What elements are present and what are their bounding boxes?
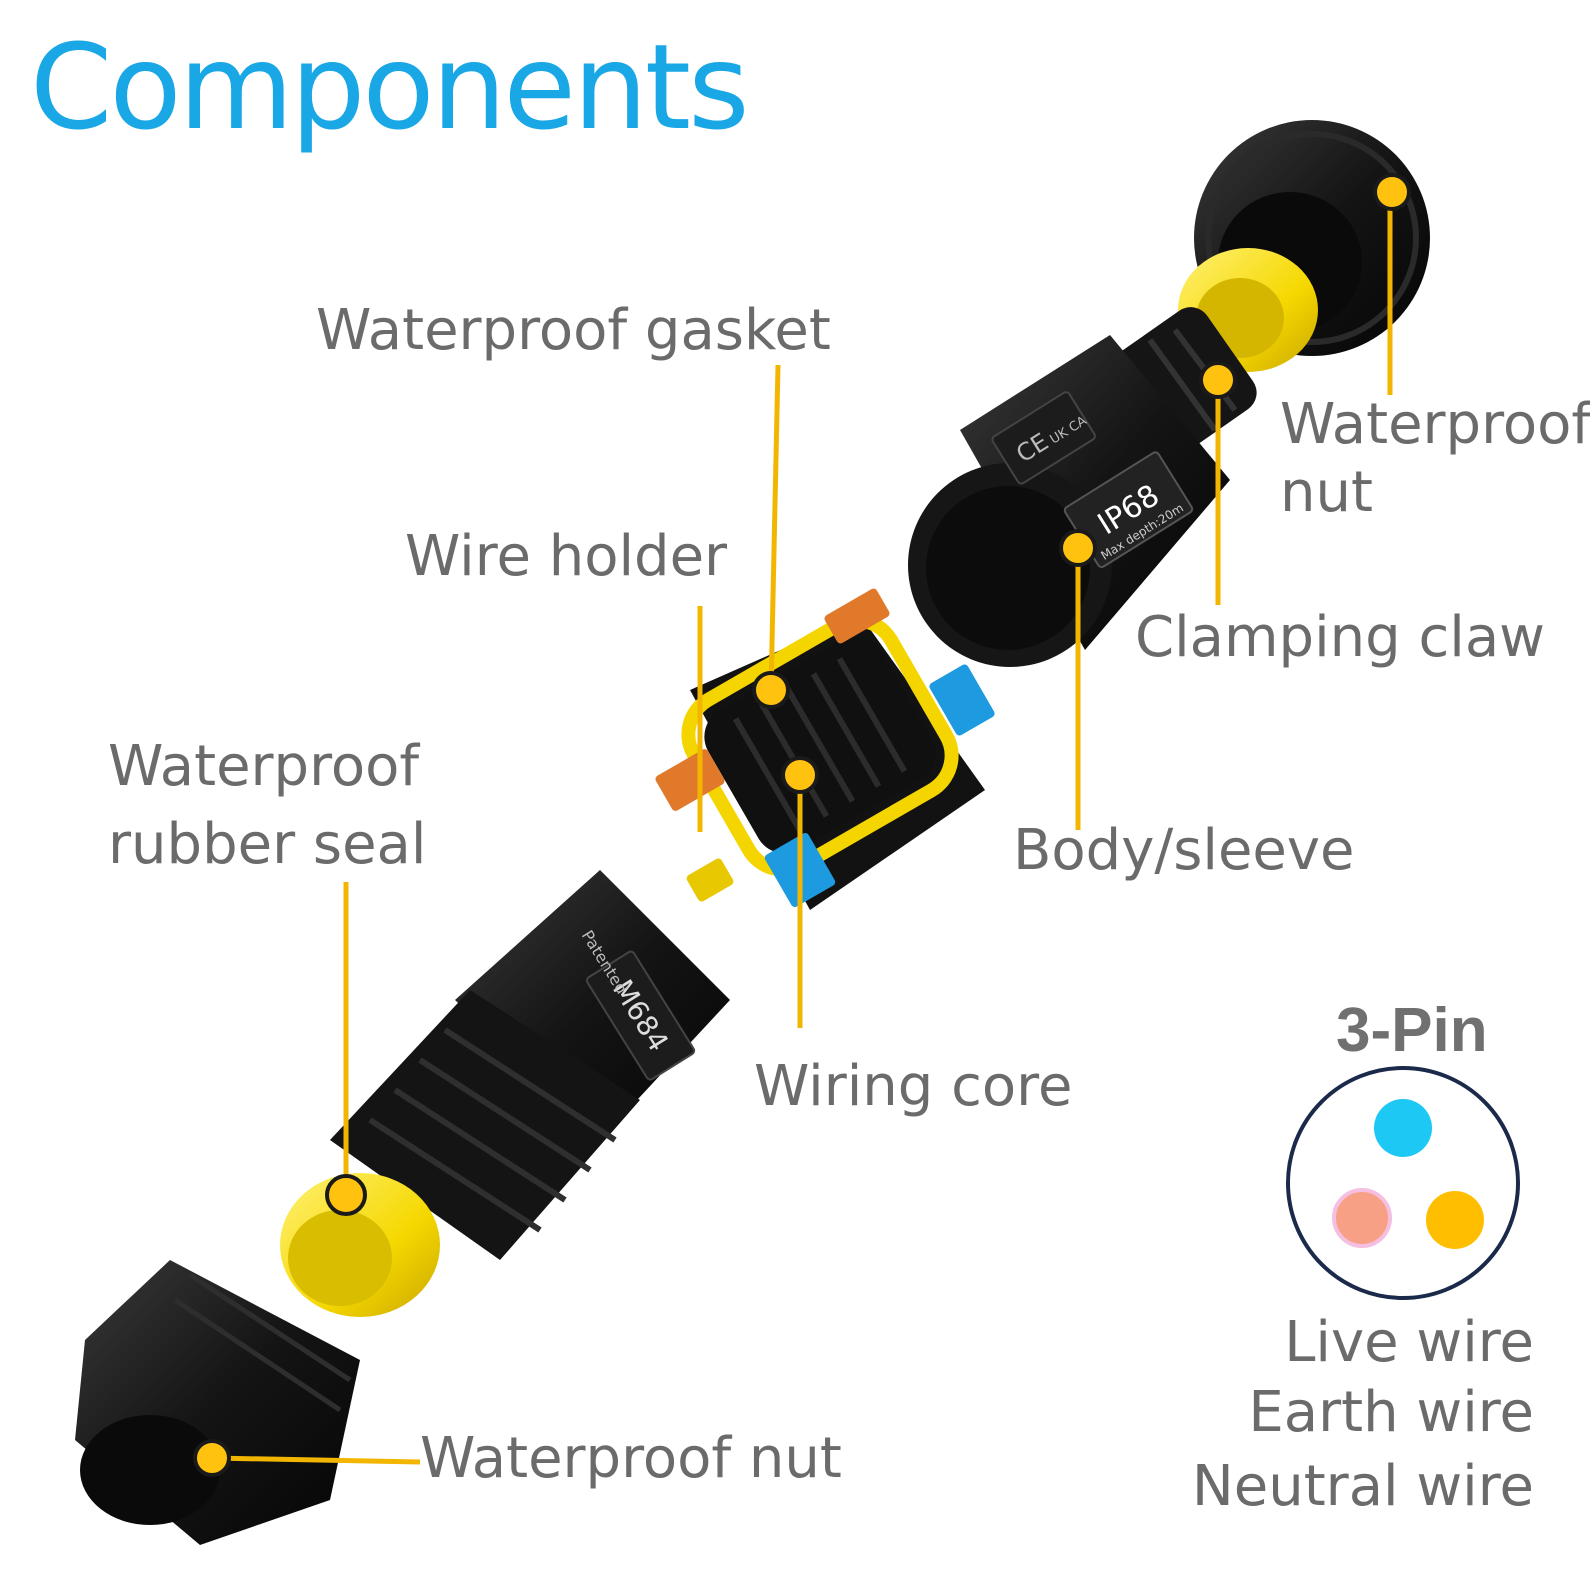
label-body-sleeve: Body/sleeve [1013,818,1355,883]
label-clamping-claw: Clamping claw [1135,605,1545,670]
pin-dot-top [1374,1099,1432,1157]
body-sleeve-part: IP68 Max depth:20m CE UK CA [908,335,1230,667]
label-wiring-core: Wiring core [754,1054,1073,1119]
marker-wiring-core [781,756,819,794]
pin-dot-right [1426,1191,1484,1249]
marker-dots [193,173,1411,1477]
label-waterproof-gasket: Waterproof gasket [316,298,831,363]
label-rubber-seal-line1: Waterproof [108,734,420,799]
pin-diagram-title: 3-Pin [1336,996,1488,1065]
page-title: Components [30,18,750,156]
marker-body-sleeve [1059,529,1097,567]
legend-neutral-wire: Neutral wire [1191,1454,1534,1519]
marker-top-nut [1373,173,1411,211]
pin-diagram [1286,1066,1520,1300]
label-rubber-seal-line2: rubber seal [108,812,427,877]
legend-live-wire: Live wire [1284,1310,1534,1375]
marker-clamping-claw [1199,361,1237,399]
marker-rubber-seal [325,1174,367,1216]
leader-lines [211,192,1393,1465]
label-waterproof-nut-top-line1: Waterproof [1280,392,1590,457]
legend-earth-wire: Earth wire [1248,1380,1534,1445]
leader-gasket [768,364,781,691]
label-waterproof-nut-top-line2: nut [1280,460,1373,525]
label-waterproof-nut-bottom: Waterproof nut [420,1426,842,1491]
marker-bottom-nut [193,1439,231,1477]
bottom-rubber-seal [280,1173,440,1317]
leader-bottom-nut [211,1455,421,1465]
label-wire-holder: Wire holder [405,524,728,589]
pin-dot-left [1332,1188,1392,1248]
marker-gasket [752,671,790,709]
bottom-cap-nut [75,1260,360,1545]
